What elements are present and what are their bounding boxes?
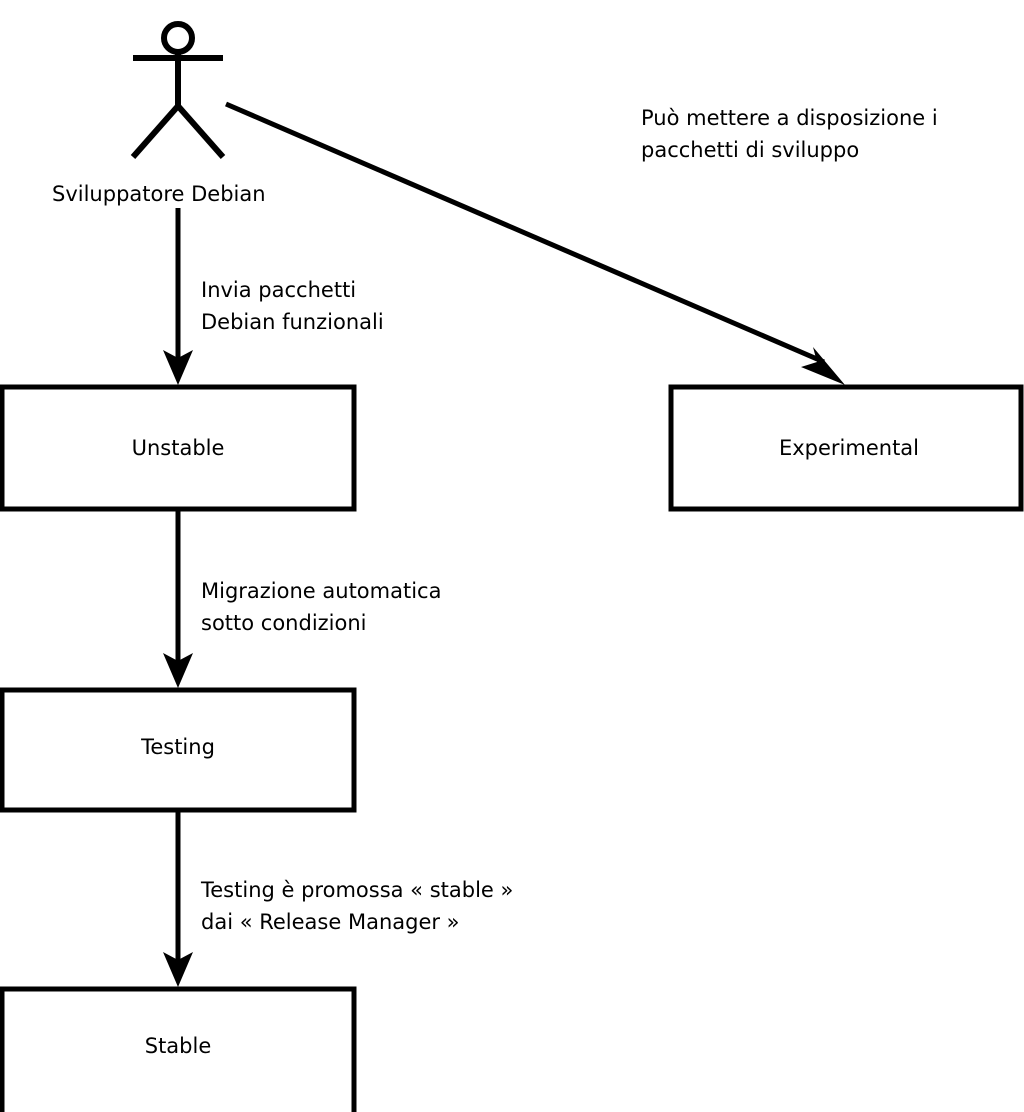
node-unstable[interactable]: Unstable <box>0 384 357 512</box>
edge-label-unstable-to-testing-line1: Migrazione automatica <box>201 579 441 603</box>
node-unstable-label: Unstable <box>132 436 225 460</box>
edge-label-actor-to-unstable-line2: Debian funzionali <box>201 310 384 334</box>
edge-label-actor-to-experimental-line1: Può mettere a disposizione i <box>641 106 938 130</box>
edge-label-actor-to-experimental-line2: pacchetti di sviluppo <box>641 138 859 162</box>
actor-head-icon <box>161 21 195 55</box>
edge-actor-to-experimental-arrowhead <box>801 347 845 385</box>
node-experimental-box[interactable] <box>668 384 1024 512</box>
edge-testing-to-stable-arrowhead <box>163 952 193 987</box>
edge-label-testing-to-stable-line1: Testing è promossa « stable » <box>200 878 513 902</box>
node-testing-box[interactable] <box>0 687 357 813</box>
edge-unstable-to-testing-arrowhead <box>163 653 193 688</box>
node-testing[interactable]: Testing <box>0 687 357 813</box>
node-testing-label: Testing <box>140 735 215 759</box>
node-stable-box[interactable] <box>0 986 357 1112</box>
actor-right-leg-line <box>175 104 226 159</box>
edge-unstable-to-testing <box>163 509 193 688</box>
node-stable[interactable]: Stable <box>0 986 357 1112</box>
edge-testing-to-stable <box>163 810 193 987</box>
actor-left-leg-line <box>130 104 181 159</box>
edge-label-actor-to-unstable-line1: Invia pacchetti <box>201 278 356 302</box>
edge-actor-to-unstable <box>163 208 193 385</box>
node-experimental-label: Experimental <box>779 436 919 460</box>
edge-label-unstable-to-testing-line2: sotto condizioni <box>201 611 367 635</box>
edge-actor-to-unstable-arrowhead <box>163 350 193 385</box>
edge-label-testing-to-stable-line2: dai « Release Manager » <box>201 910 460 934</box>
actor-caption: Sviluppatore Debian <box>52 182 266 206</box>
node-experimental[interactable]: Experimental <box>668 384 1024 512</box>
edge-actor-to-experimental <box>225 101 845 385</box>
node-stable-label: Stable <box>145 1034 212 1058</box>
edge-actor-to-experimental-line <box>225 101 825 365</box>
stick-figure-actor-icon <box>130 21 226 159</box>
